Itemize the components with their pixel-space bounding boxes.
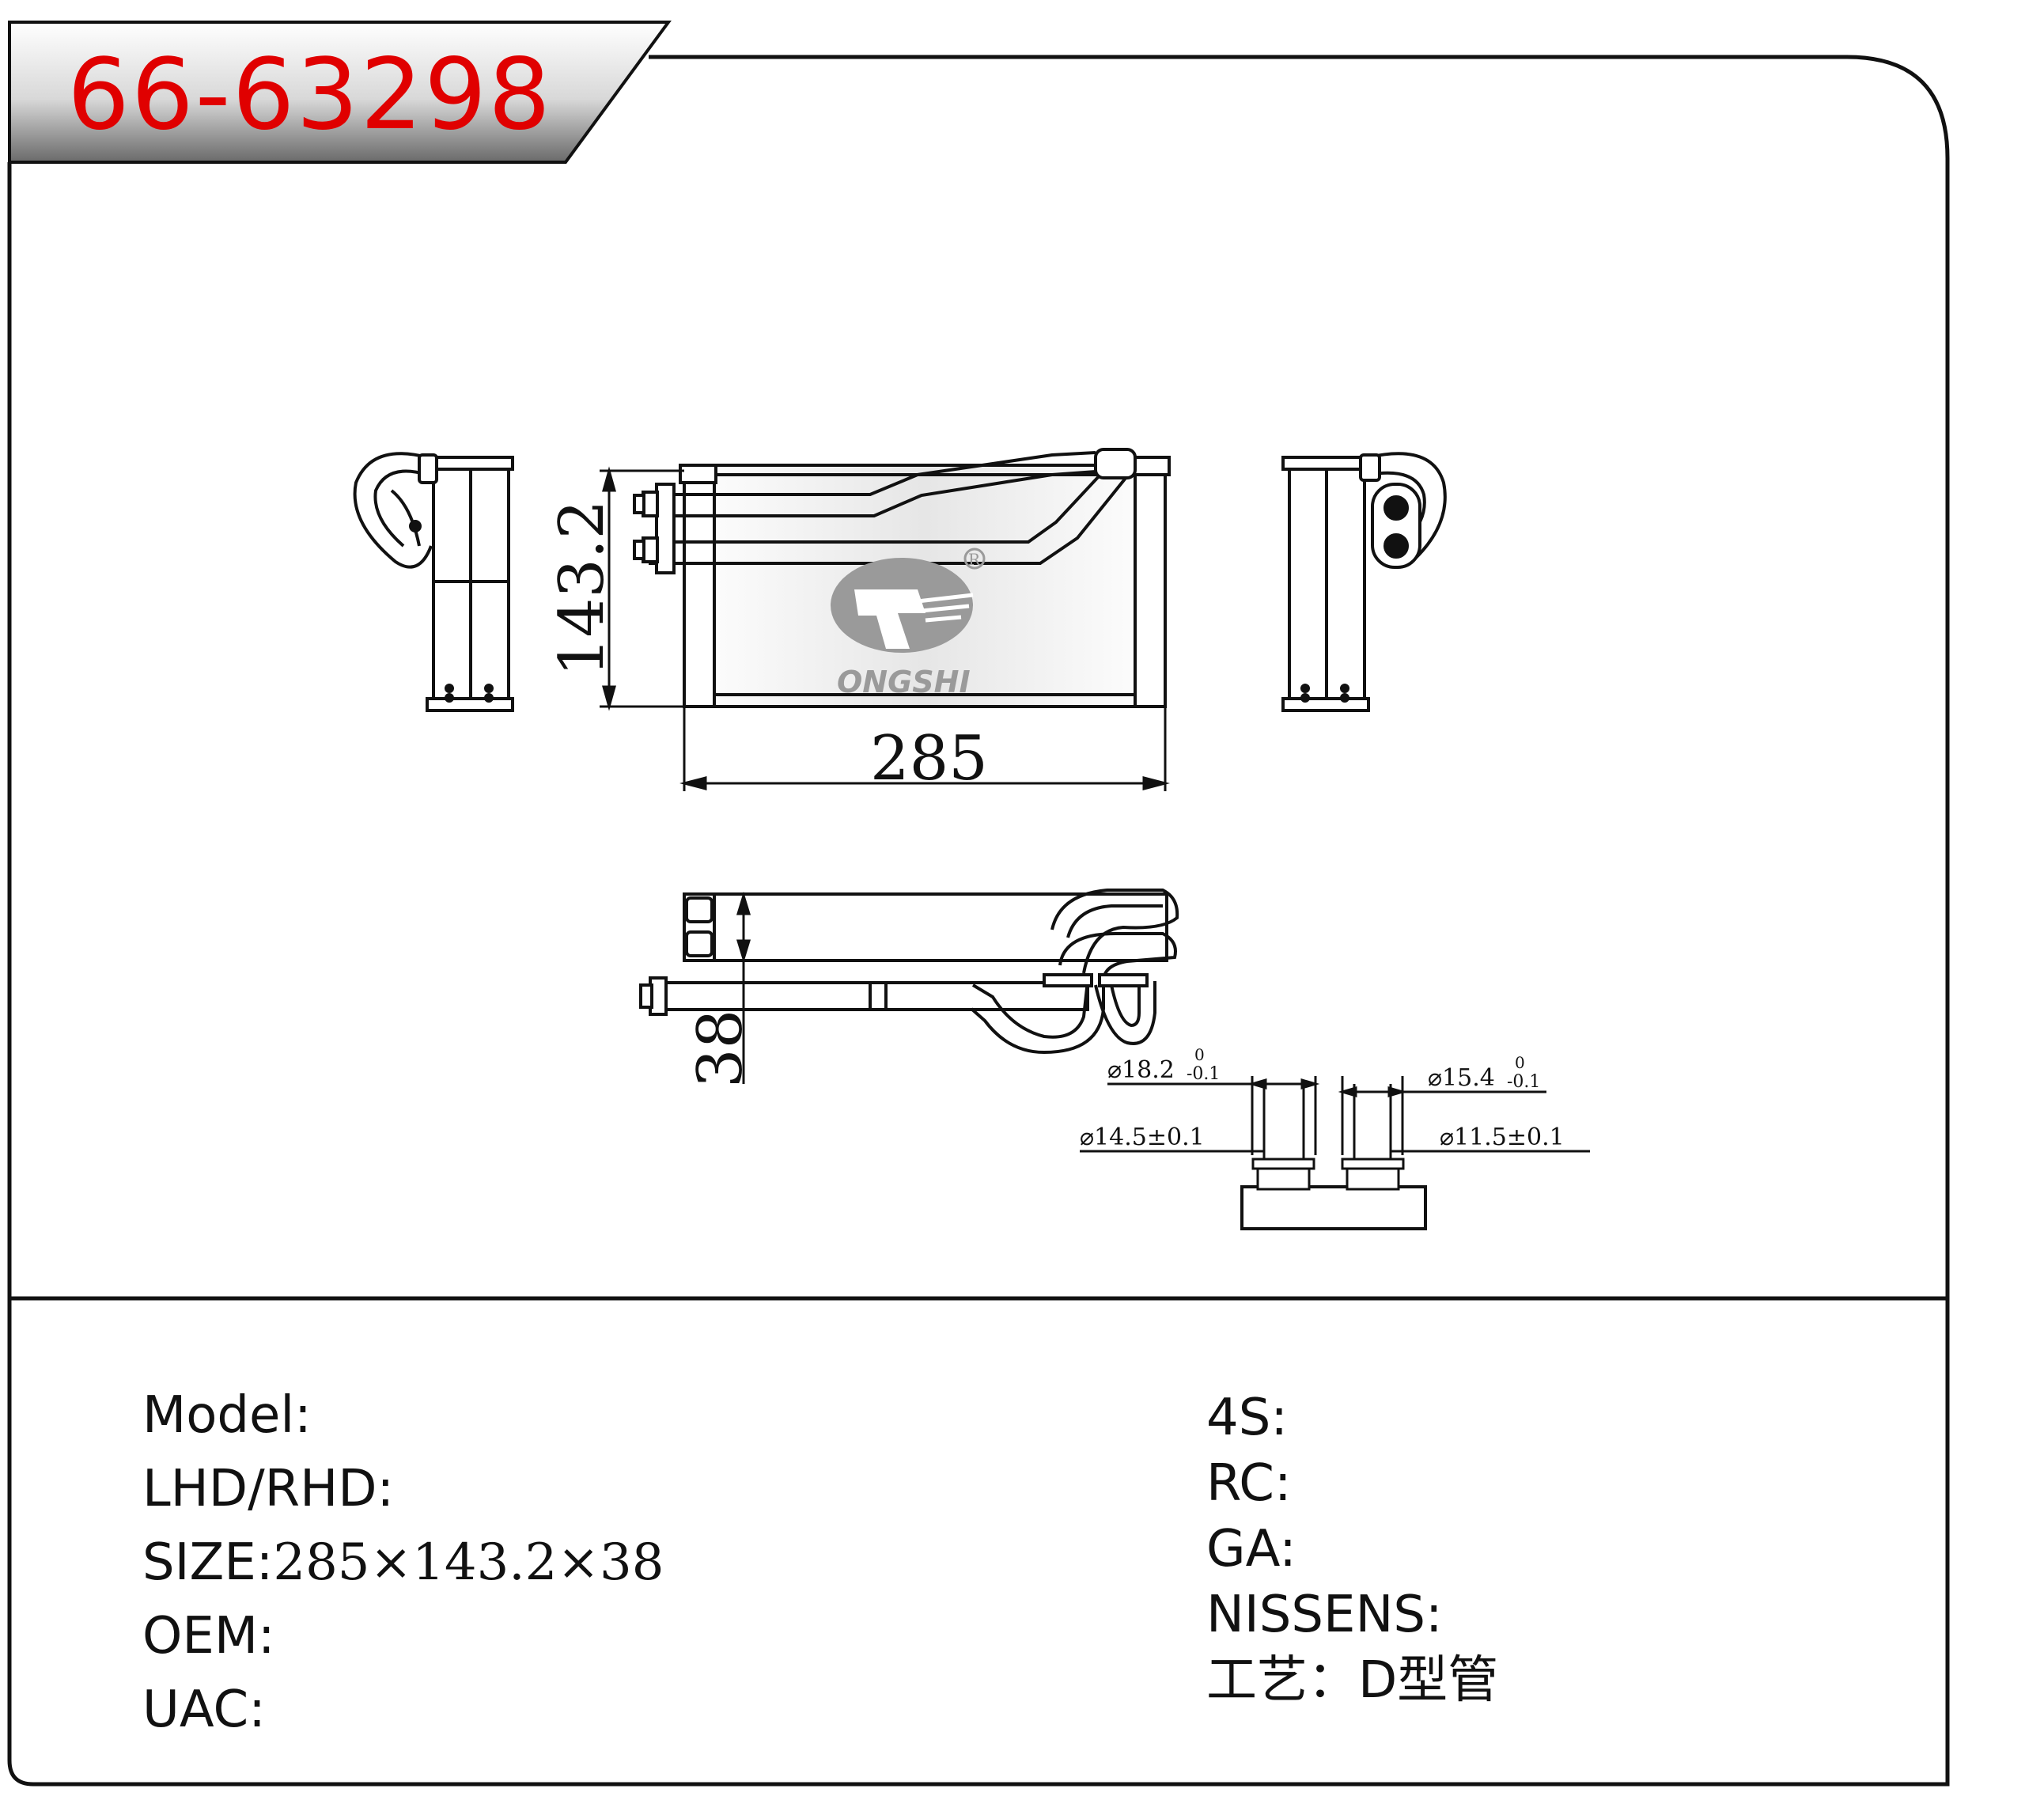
pipe-right-inner-dim: ⌀11.5±0.1	[1440, 1124, 1565, 1151]
pipe-left-outer-tol-upper: 0	[1194, 1045, 1205, 1064]
title-banner	[8, 21, 672, 164]
spec-4s: 4S:	[1206, 1393, 1288, 1443]
height-dim-label: 143.2	[547, 500, 618, 676]
spec-oem-label: OEM:	[142, 1607, 275, 1665]
part-number-title: 66-63298	[67, 38, 552, 152]
depth-dim-label: 38	[685, 1010, 756, 1088]
spec-ga: GA:	[1206, 1524, 1296, 1575]
spec-lhd-rhd-label: LHD/RHD:	[142, 1460, 395, 1518]
spec-rc: RC:	[1206, 1458, 1292, 1509]
outer-frame	[7, 55, 1950, 1787]
spec-process: 工艺：D型管	[1206, 1655, 1498, 1706]
spec-uac: UAC:	[142, 1684, 266, 1735]
spec-uac-label: UAC:	[142, 1681, 266, 1739]
spec-nissens: NISSENS:	[1206, 1590, 1443, 1640]
spec-model-label: Model:	[142, 1386, 312, 1445]
width-dim-label: 285	[870, 723, 988, 794]
watermark-text: ONGSHI	[837, 665, 971, 699]
left-side-view	[353, 452, 514, 712]
pipe-left-outer-tol-lower: -0.1	[1187, 1064, 1220, 1084]
spec-rc-label: RC:	[1206, 1454, 1292, 1513]
spec-lhd-rhd: LHD/RHD:	[142, 1464, 394, 1514]
spec-model: Model:	[142, 1390, 312, 1441]
spec-size: SIZE:285×143.2×38	[142, 1537, 664, 1588]
height-dimension	[600, 466, 684, 711]
width-dimension	[679, 707, 1170, 791]
spec-nissens-label: NISSENS:	[1206, 1586, 1443, 1644]
top-view	[639, 889, 1179, 1055]
spec-process-label: 工艺：	[1206, 1651, 1358, 1710]
ongshi-logo: R ONGSHI	[831, 548, 986, 699]
pipe-right-outer-tol-upper: 0	[1515, 1053, 1525, 1072]
spec-process-value: D型管	[1358, 1651, 1499, 1710]
spec-oem: OEM:	[142, 1611, 275, 1662]
spec-size-label: SIZE:	[142, 1533, 274, 1592]
pipe-right-outer-dim: ⌀15.4	[1428, 1064, 1495, 1092]
spec-ga-label: GA:	[1206, 1520, 1296, 1578]
fitting-detail	[1080, 1076, 1590, 1230]
depth-dimension	[736, 891, 751, 1084]
pipe-left-outer-dim: ⌀18.2	[1107, 1056, 1175, 1084]
registered-mark: R	[968, 550, 981, 569]
pipe-right-outer-tol-lower: -0.1	[1507, 1072, 1540, 1092]
spec-4s-label: 4S:	[1206, 1389, 1288, 1447]
spec-size-value: 285×143.2×38	[273, 1533, 664, 1592]
right-side-view	[1281, 452, 1447, 712]
pipe-left-inner-dim: ⌀14.5±0.1	[1080, 1124, 1205, 1151]
